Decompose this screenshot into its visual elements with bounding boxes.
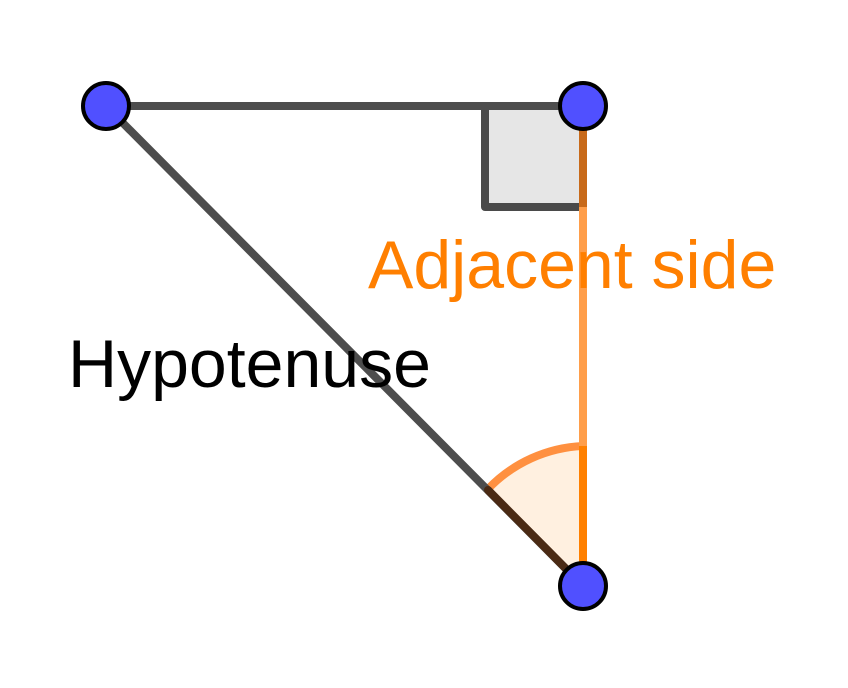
- angle-marker-fill: [488, 446, 583, 586]
- hypotenuse-label: Hypotenuse: [68, 326, 431, 402]
- adjacent-side-label: Adjacent side: [368, 227, 776, 303]
- angle-marker-arc: [484, 442, 587, 493]
- point-top-left[interactable]: [81, 81, 131, 131]
- point-top-right[interactable]: [558, 81, 608, 131]
- point-bottom[interactable]: [558, 561, 608, 611]
